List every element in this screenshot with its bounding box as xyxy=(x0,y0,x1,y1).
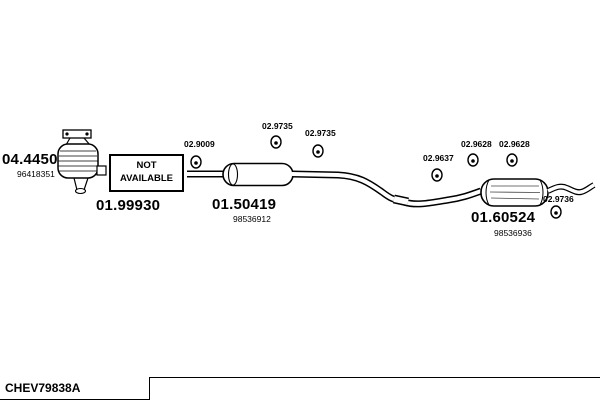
tailpipe xyxy=(546,182,596,196)
intermediate-pipe xyxy=(291,170,483,208)
hanger-ring-icon xyxy=(190,155,202,169)
label-hanger-code: 02.9735 xyxy=(305,128,336,138)
hanger-ring-icon xyxy=(270,135,282,149)
label-mid-muffler-code: 01.50419 xyxy=(212,196,277,213)
label-hanger-code: 02.9637 xyxy=(423,153,454,163)
label-catalytic-partnumber: 96418351 xyxy=(17,169,55,179)
not-available-line2: AVAILABLE xyxy=(120,173,173,184)
connector-square xyxy=(96,165,107,176)
drawing-code-cell: CHEV79838A xyxy=(0,377,150,400)
drawing-code: CHEV79838A xyxy=(5,381,81,395)
label-mid-muffler-partnumber: 98536912 xyxy=(233,214,271,224)
not-available-line1: NOT xyxy=(136,160,157,172)
middle-muffler-drawing xyxy=(222,162,294,187)
label-hanger-code: 02.9628 xyxy=(499,139,530,149)
label-catalytic-code: 04.4450 xyxy=(2,151,58,168)
hanger-ring-icon xyxy=(506,153,518,167)
not-available-box: NOT AVAILABLE xyxy=(109,154,184,192)
hanger-ring-icon xyxy=(431,168,443,182)
catalytic-converter-drawing xyxy=(57,129,99,195)
hanger-ring-icon xyxy=(312,144,324,158)
footer-divider xyxy=(0,377,600,378)
label-hanger-code: 02.9009 xyxy=(184,139,215,149)
label-rear-muffler-partnumber: 98536936 xyxy=(494,228,532,238)
hanger-ring-icon xyxy=(550,205,562,219)
rear-muffler-drawing xyxy=(480,178,549,207)
label-hanger-code: 02.9735 xyxy=(262,121,293,131)
label-not-available-code: 01.99930 xyxy=(96,197,161,214)
label-hanger-code: 02.9736 xyxy=(543,194,574,204)
hanger-ring-icon xyxy=(467,153,479,167)
label-rear-muffler-code: 01.60524 xyxy=(471,209,536,226)
label-hanger-code: 02.9628 xyxy=(461,139,492,149)
